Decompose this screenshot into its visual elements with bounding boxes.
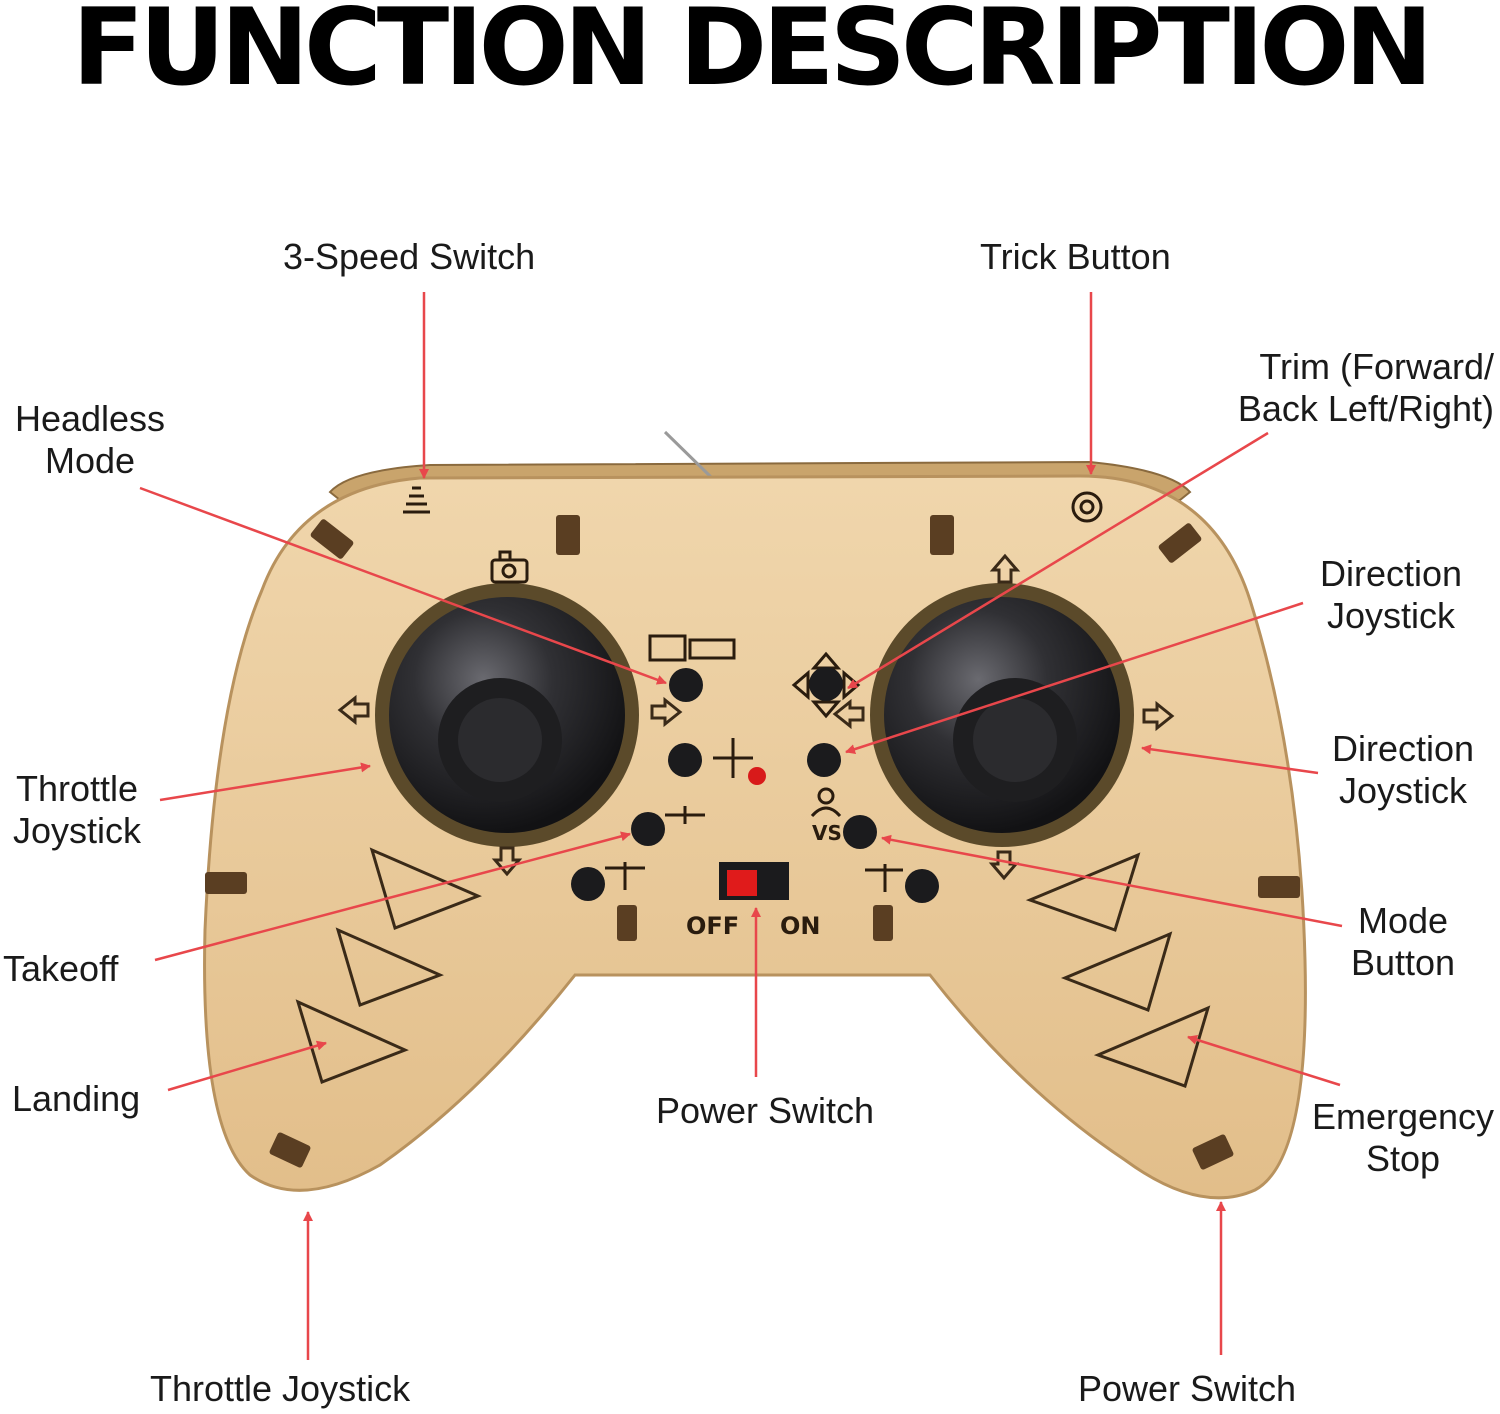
label-throttle-joystick: Throttle Joystick [2,768,152,852]
label-emergency-line2: Stop [1365,1138,1441,1179]
label-mode-line2: Button [1350,942,1456,983]
chevron-engravings [295,847,1211,1088]
label-power-switch-bottom: Power Switch [1078,1368,1297,1409]
throttle-joystick [375,583,639,847]
label-direction-1-line1: Direction [1319,553,1463,594]
camera-icon [490,550,529,584]
takeoff-icon [665,806,705,824]
label-direction-joystick-1: Direction Joystick [1310,553,1472,637]
label-direction-joystick-2: Direction Joystick [1322,728,1484,812]
trim-button [809,667,843,701]
label-speed-switch: 3-Speed Switch [283,236,536,277]
page-title: FUNCTION DESCRIPTION [71,0,1433,109]
takeoff-button [631,812,665,846]
label-mode-line1: Mode [1357,900,1449,941]
label-throttle-joystick-bottom: Throttle Joystick [150,1368,411,1409]
direction-button-left [668,743,702,777]
board-slots [205,515,1300,1170]
vs-marking: VS [812,821,842,845]
label-power-switch-center: Power Switch [656,1090,875,1131]
label-headless-line1: Headless [14,398,166,439]
callout-arrows [139,292,1343,1360]
label-headless-line2: Mode [44,440,136,481]
direction-button-right [807,743,841,777]
controller-buttons [571,667,939,903]
headless-mode-button [669,668,703,702]
speed-icon [403,486,430,514]
label-trim: Trim (Forward/ Back Left/Right) [1160,346,1494,430]
label-trick-button: Trick Button [980,236,1171,277]
arrow-emergency-stop [1187,1034,1341,1087]
label-direction-1-line2: Joystick [1326,595,1456,636]
label-throttle-line2: Joystick [12,810,142,851]
arrow-landing [167,1040,327,1092]
antenna-wire [663,430,714,480]
headless-icon [648,634,736,662]
label-emergency-line1: Emergency [1311,1096,1495,1137]
emergency-stop-button [905,869,939,903]
label-mode-button: Mode Button [1335,900,1471,984]
direction-pad-icon [713,738,753,778]
arrow-direction-joystick-2 [1141,744,1319,775]
mode-icon [810,787,842,818]
arrow-throttle-joystick [159,762,371,802]
label-headless-mode: Headless Mode [10,398,170,482]
mode-button [843,815,877,849]
power-switch [719,862,789,900]
label-trim-line2: Back Left/Right) [1237,388,1494,429]
label-throttle-line1: Throttle [15,768,139,809]
power-led [748,767,766,785]
label-direction-2-line1: Direction [1331,728,1475,769]
label-landing: Landing [12,1078,141,1119]
direction-joystick [870,583,1134,847]
arrow-direction-joystick-1 [845,601,1304,754]
arrow-trim [847,431,1269,690]
on-marking: ON [780,912,821,940]
off-marking: OFF [686,912,739,940]
arrow-headless-mode [139,486,667,685]
emergency-icon [865,864,903,892]
label-direction-2-line2: Joystick [1338,770,1468,811]
label-takeoff: Takeoff [3,948,119,989]
label-emergency-stop: Emergency Stop [1300,1096,1500,1180]
landing-button [571,867,605,901]
trick-icon [1071,491,1103,523]
label-trim-line1: Trim (Forward/ [1259,346,1494,387]
landing-icon [605,862,645,890]
arrow-takeoff [154,831,631,962]
arrow-mode-button [881,834,1343,928]
